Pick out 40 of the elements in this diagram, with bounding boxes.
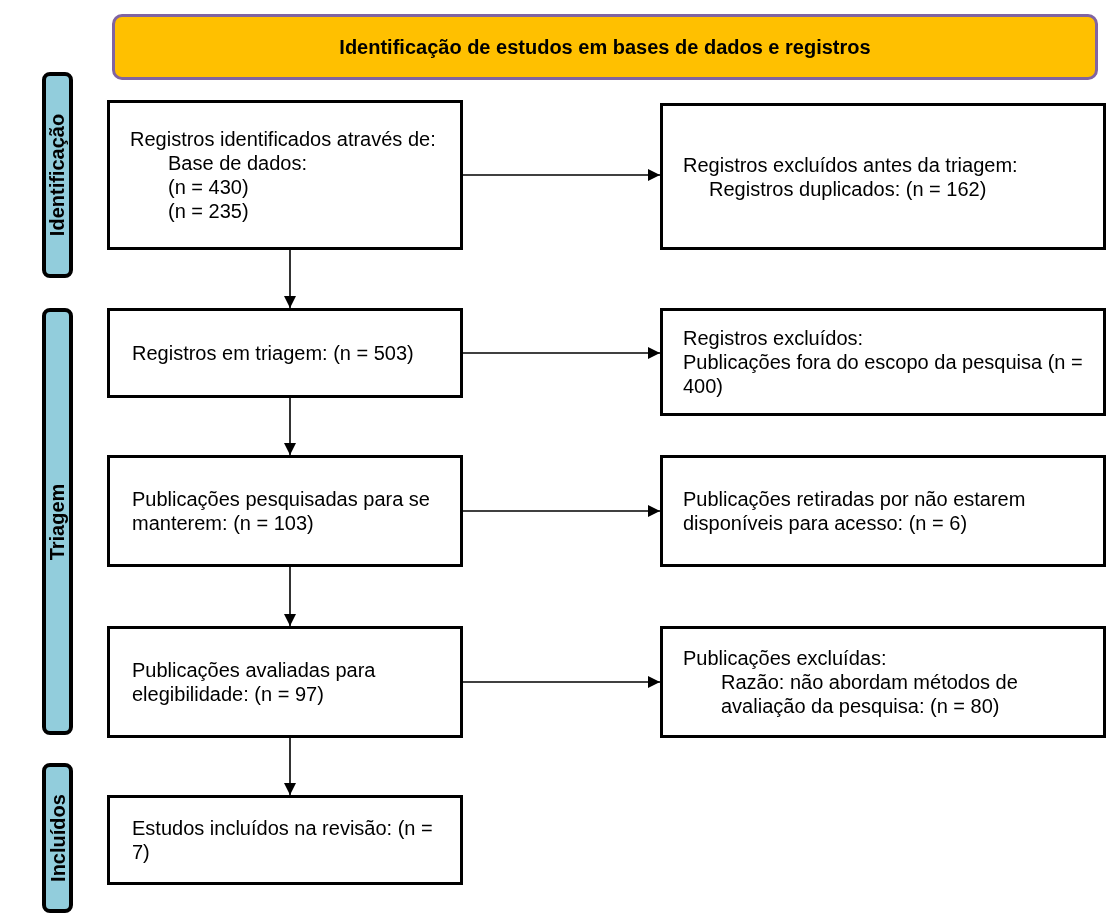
box-text: Registros identificados através de:: [130, 127, 437, 151]
process-box: [107, 455, 463, 567]
box-text: Estudos incluídos na revisão: (n = 7): [132, 816, 434, 864]
box-text: (n = 235): [168, 199, 250, 223]
box-text: Publicações avaliadas para elegibilidade: (n = 97): [132, 658, 377, 706]
arrow: [284, 737, 296, 796]
box-text: Publicações retiradas por não estarem disponíveis para acesso: (n = 6): [683, 487, 1027, 535]
box-text: Base de dados:: [168, 151, 308, 175]
process-box: [107, 100, 463, 250]
box-text: Registros em triagem: (n = 503): [132, 341, 415, 365]
process-box: [660, 103, 1106, 250]
banner-title: Identificação de estudos em bases de dados e registros: [339, 35, 871, 59]
arrow: [462, 169, 661, 181]
stage-label: Triagem: [45, 483, 70, 560]
stage-label: Identificação: [45, 113, 70, 237]
process-box: [660, 455, 1106, 567]
process-box: [660, 626, 1106, 738]
box-text: Publicações fora do escopo da pesquisa (n = 400): [683, 350, 1084, 398]
box-text: Registros duplicados: (n = 162): [709, 176, 988, 201]
arrow: [284, 249, 296, 309]
process-box: [107, 308, 463, 398]
box-text: Razão: não abordam métodos de avaliação da pesquisa: (n = 80): [721, 670, 1019, 718]
process-box: [107, 795, 463, 885]
arrow: [462, 505, 661, 517]
process-box: [660, 308, 1106, 416]
box-text: Publicações excluídas:: [683, 646, 888, 670]
arrow: [462, 676, 661, 688]
stage-band: [42, 72, 73, 278]
box-text: Registros excluídos:: [683, 326, 865, 350]
stage-label: Incluídos: [45, 794, 70, 882]
box-text: Registros excluídos antes da triagem:: [683, 152, 1019, 177]
stage-band: [42, 763, 73, 913]
arrow: [284, 397, 296, 456]
box-text: (n = 430): [168, 175, 250, 199]
header-banner: [112, 14, 1098, 80]
process-box: [107, 626, 463, 738]
box-text: Publicações pesquisadas para se manterem: (n = 103): [132, 487, 431, 535]
stage-band: [42, 308, 73, 735]
arrow: [462, 347, 661, 359]
arrow: [284, 566, 296, 627]
